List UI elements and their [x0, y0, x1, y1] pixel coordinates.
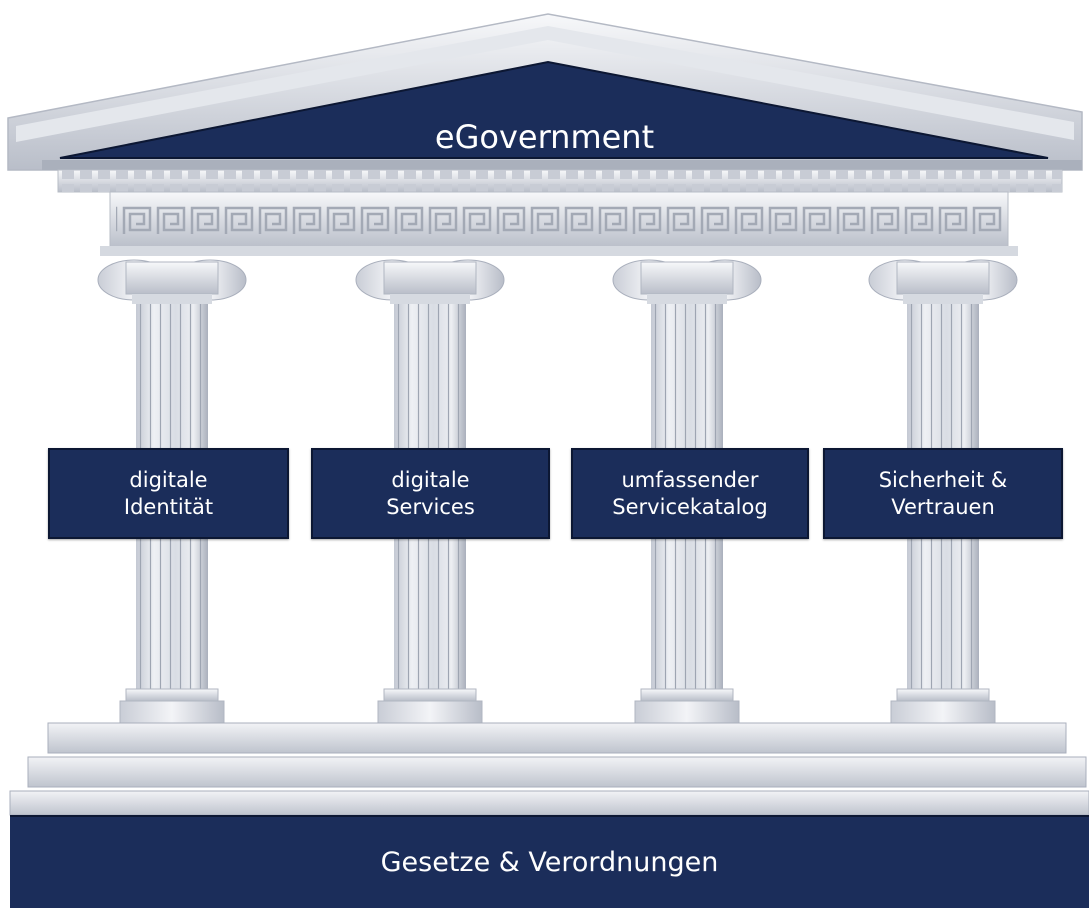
pillar-label-line2: Servicekatalog	[612, 494, 768, 519]
steps	[9, 722, 1089, 816]
pillar-label-digital-identity: digitale Identität	[48, 448, 289, 539]
pillar-label-line1: digitale	[129, 467, 208, 492]
pillar-label-security-trust: Sicherheit & Vertrauen	[823, 448, 1063, 539]
pillar-label-service-catalog: umfassender Servicekatalog	[571, 448, 809, 539]
pillar-label-line2: Services	[386, 494, 475, 519]
pillar-label-line2: Identität	[123, 494, 214, 519]
pillar-label-line2: Vertrauen	[891, 494, 995, 519]
entablature	[57, 169, 1063, 256]
pillar-label-line1: umfassender	[621, 467, 759, 492]
roof-title: eGovernment	[434, 118, 655, 156]
pillar-label-line1: digitale	[391, 467, 470, 492]
foundation-label: Gesetze & Verordnungen	[10, 815, 1089, 908]
pillar-label-line1: Sicherheit &	[878, 467, 1008, 492]
pediment	[7, 13, 1083, 171]
pillar-label-digital-services: digitale Services	[311, 448, 550, 539]
